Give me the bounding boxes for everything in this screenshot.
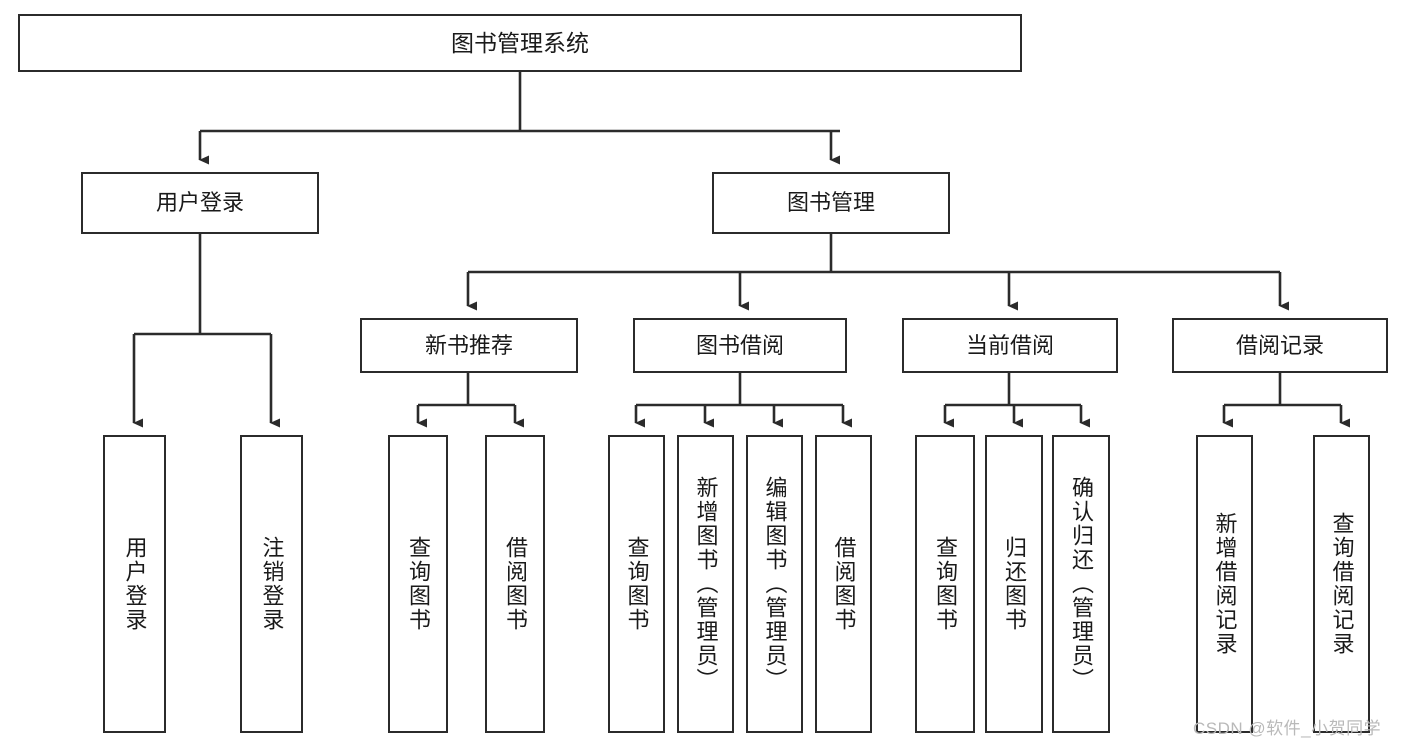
csdn-watermark: CSDN @软件_小贺同学 [1193,719,1382,738]
node-book-management[interactable]: 图书管理 [712,172,950,234]
node-label: 当前借阅 [965,332,1054,358]
leaf-add-book-admin[interactable]: 新增图书（管理员） [677,435,734,733]
leaf-query-borrow-record[interactable]: 查询借阅记录 [1313,435,1370,733]
leaf-query-book-borrowing[interactable]: 查询图书 [608,435,665,733]
node-label: 查询图书 [933,536,958,632]
leaf-query-book-current[interactable]: 查询图书 [915,435,975,733]
node-current-borrowing[interactable]: 当前借阅 [902,318,1118,373]
leaf-borrow-book-borrowing[interactable]: 借阅图书 [815,435,872,733]
leaf-user-logout[interactable]: 注销登录 [240,435,303,733]
leaf-query-book-newbooks[interactable]: 查询图书 [388,435,448,733]
node-label: 图书管理系统 [451,29,589,56]
node-label: 查询图书 [406,536,431,632]
leaf-user-login[interactable]: 用户登录 [103,435,166,733]
node-label: 新书推荐 [424,332,513,358]
node-label: 新增借阅记录 [1212,512,1238,656]
leaf-return-book[interactable]: 归还图书 [985,435,1043,733]
node-label: 确认归还（管理员） [1069,476,1094,692]
node-label: 用户登录 [155,190,244,216]
node-label: 借阅图书 [503,536,528,632]
node-label: 查询图书 [624,536,650,632]
node-label: 用户登录 [122,536,148,632]
node-label: 借阅记录 [1235,332,1324,358]
node-borrow-records[interactable]: 借阅记录 [1172,318,1388,373]
node-label: 新增图书（管理员） [693,476,719,692]
leaf-add-borrow-record[interactable]: 新增借阅记录 [1196,435,1253,733]
node-label: 图书管理 [786,190,875,216]
node-label: 归还图书 [1002,536,1027,632]
leaf-edit-book-admin[interactable]: 编辑图书（管理员） [746,435,803,733]
connector-lines [132,72,1350,428]
leaf-borrow-book-newbooks[interactable]: 借阅图书 [485,435,545,733]
node-label: 查询借阅记录 [1329,512,1355,656]
node-book-borrowing[interactable]: 图书借阅 [633,318,847,373]
node-user-login[interactable]: 用户登录 [81,172,319,234]
leaf-confirm-return-admin[interactable]: 确认归还（管理员） [1052,435,1110,733]
node-root-system[interactable]: 图书管理系统 [18,14,1022,72]
node-label: 借阅图书 [831,536,857,632]
node-label: 图书借阅 [695,332,784,358]
node-label: 注销登录 [259,536,285,632]
node-label: 编辑图书（管理员） [762,476,788,692]
node-new-book-recommend[interactable]: 新书推荐 [360,318,578,373]
